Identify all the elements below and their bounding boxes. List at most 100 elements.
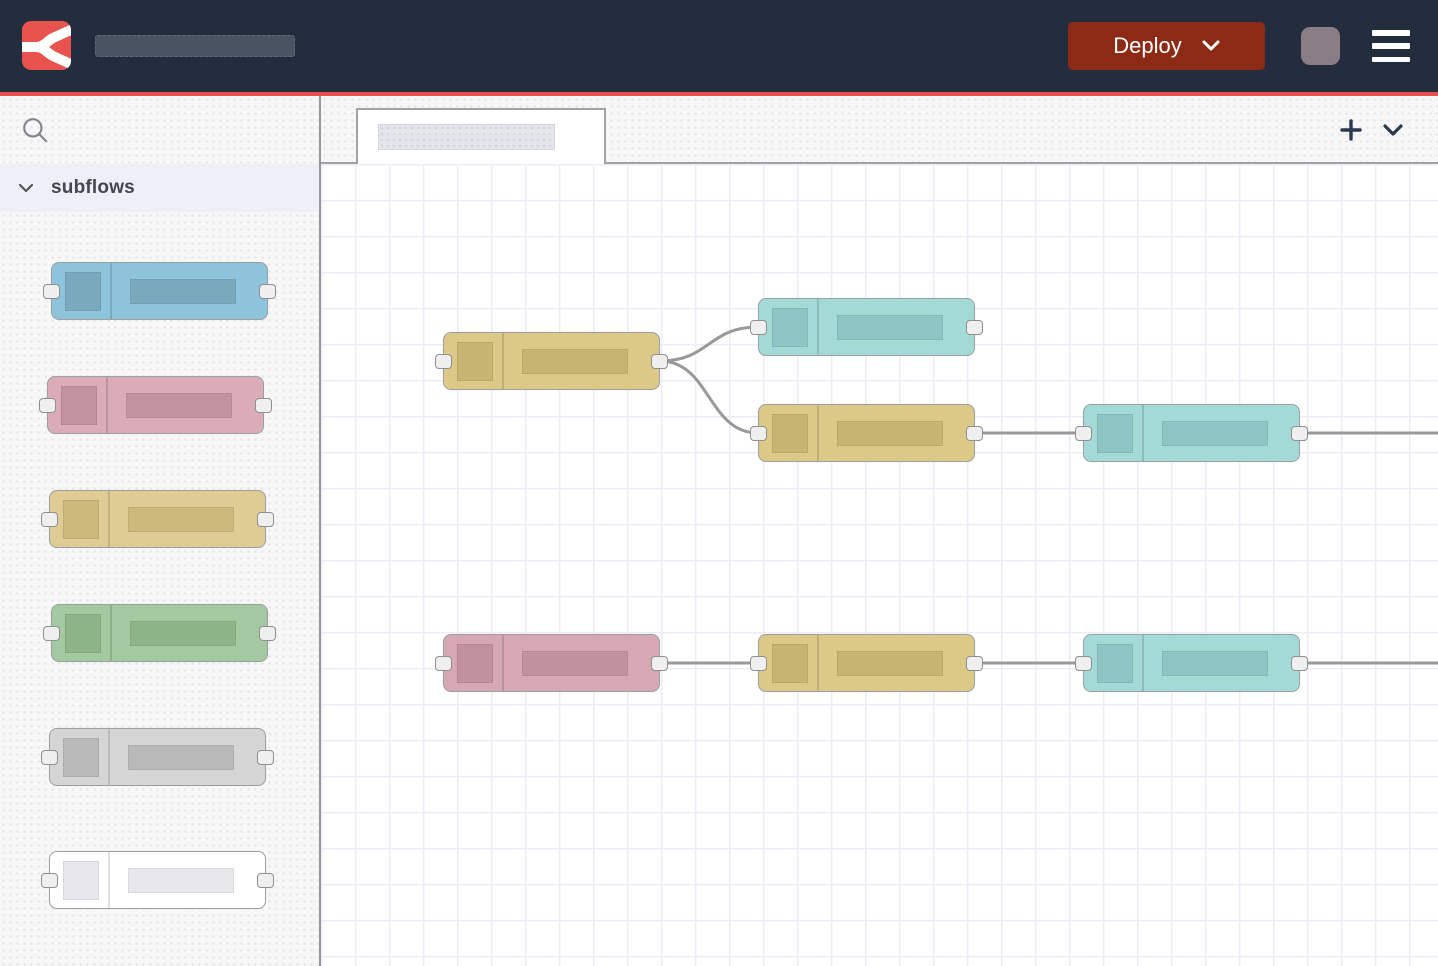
node-red-logo-icon xyxy=(22,21,71,70)
flow-node-yellow-1[interactable] xyxy=(435,332,668,390)
node-input-port[interactable] xyxy=(750,655,767,671)
node-output-port[interactable] xyxy=(259,283,276,299)
flow-node-yellow-3[interactable] xyxy=(750,634,983,692)
palette-section-label: subflows xyxy=(51,177,135,198)
node-label-placeholder xyxy=(1162,421,1268,446)
node-input-port[interactable] xyxy=(41,749,58,765)
node-output-port[interactable] xyxy=(966,319,983,335)
node-divider xyxy=(108,729,110,785)
node-icon-placeholder xyxy=(65,272,101,311)
user-avatar[interactable] xyxy=(1301,27,1340,65)
node-label-placeholder xyxy=(837,651,943,676)
node-output-port[interactable] xyxy=(255,397,272,413)
palette-node-white[interactable] xyxy=(41,851,274,909)
wire-layer xyxy=(659,325,1438,665)
node-icon-placeholder xyxy=(1097,644,1133,683)
node-output-port[interactable] xyxy=(1291,655,1308,671)
search-icon[interactable] xyxy=(21,116,49,144)
node-icon-placeholder xyxy=(1097,414,1133,453)
node-divider xyxy=(817,635,819,691)
node-input-port[interactable] xyxy=(41,511,58,527)
palette-search-row xyxy=(0,96,319,164)
flow-canvas[interactable] xyxy=(321,164,1438,966)
node-divider xyxy=(502,635,504,691)
node-output-port[interactable] xyxy=(257,511,274,527)
node-input-port[interactable] xyxy=(435,353,452,369)
node-divider xyxy=(1142,405,1144,461)
workspace-tab-bar xyxy=(321,96,1438,164)
flow-node-teal-2[interactable] xyxy=(1075,404,1308,462)
node-label-placeholder xyxy=(837,315,943,340)
node-output-port[interactable] xyxy=(257,749,274,765)
node-label-placeholder xyxy=(837,421,943,446)
node-label-placeholder xyxy=(128,507,234,532)
wire[interactable] xyxy=(659,359,759,435)
palette-node-pink[interactable] xyxy=(39,376,272,434)
node-input-port[interactable] xyxy=(435,655,452,671)
wire[interactable] xyxy=(659,325,759,363)
node-label-placeholder xyxy=(522,651,628,676)
node-output-port[interactable] xyxy=(966,655,983,671)
node-output-port[interactable] xyxy=(966,425,983,441)
workspace-column xyxy=(321,96,1438,966)
node-label-placeholder xyxy=(130,279,236,304)
header-accent-line xyxy=(0,92,1438,96)
node-label-placeholder xyxy=(128,745,234,770)
tab-list-chevron-down-icon[interactable] xyxy=(1383,124,1403,137)
node-icon-placeholder xyxy=(772,414,808,453)
chevron-down-icon[interactable] xyxy=(1202,40,1220,52)
node-label-placeholder xyxy=(126,393,232,418)
flow-node-yellow-2[interactable] xyxy=(750,404,983,462)
node-output-port[interactable] xyxy=(259,625,276,641)
deploy-button[interactable]: Deploy xyxy=(1068,22,1265,70)
node-input-port[interactable] xyxy=(43,625,60,641)
node-input-port[interactable] xyxy=(43,283,60,299)
node-icon-placeholder xyxy=(65,614,101,653)
palette-sidebar: subflows xyxy=(0,96,321,966)
node-icon-placeholder xyxy=(772,644,808,683)
node-icon-placeholder xyxy=(61,386,97,425)
node-input-port[interactable] xyxy=(39,397,56,413)
flow-node-pink-1[interactable] xyxy=(435,634,668,692)
node-icon-placeholder xyxy=(63,500,99,539)
palette-node-yellow[interactable] xyxy=(41,490,274,548)
deploy-button-label: Deploy xyxy=(1113,33,1182,58)
header: Deploy xyxy=(0,0,1438,92)
node-divider xyxy=(106,377,108,433)
node-icon-placeholder xyxy=(457,342,493,381)
node-input-port[interactable] xyxy=(1075,425,1092,441)
hamburger-menu-icon[interactable] xyxy=(1372,30,1410,62)
node-divider xyxy=(108,852,110,908)
node-label-placeholder xyxy=(128,868,234,893)
node-output-port[interactable] xyxy=(1291,425,1308,441)
node-output-port[interactable] xyxy=(651,353,668,369)
workspace-tab[interactable] xyxy=(356,108,606,164)
palette-node-list xyxy=(0,212,319,966)
palette-node-blue[interactable] xyxy=(43,262,276,320)
tab-label-placeholder xyxy=(378,124,555,150)
node-divider xyxy=(110,263,112,319)
node-divider xyxy=(817,299,819,355)
node-output-port[interactable] xyxy=(257,872,274,888)
node-icon-placeholder xyxy=(772,308,808,347)
chevron-down-icon[interactable] xyxy=(19,183,33,193)
node-divider xyxy=(1142,635,1144,691)
node-label-placeholder xyxy=(1162,651,1268,676)
header-title-placeholder xyxy=(95,35,295,57)
node-input-port[interactable] xyxy=(41,872,58,888)
node-output-port[interactable] xyxy=(651,655,668,671)
flow-node-teal-3[interactable] xyxy=(1075,634,1308,692)
node-input-port[interactable] xyxy=(1075,655,1092,671)
add-flow-plus-icon[interactable] xyxy=(1340,119,1362,141)
palette-node-green[interactable] xyxy=(43,604,276,662)
flow-node-teal-1[interactable] xyxy=(750,298,983,356)
node-icon-placeholder xyxy=(457,644,493,683)
palette-node-gray[interactable] xyxy=(41,728,274,786)
node-input-port[interactable] xyxy=(750,425,767,441)
node-icon-placeholder xyxy=(63,738,99,777)
node-label-placeholder xyxy=(130,621,236,646)
palette-section-subflows[interactable]: subflows xyxy=(0,164,319,212)
node-input-port[interactable] xyxy=(750,319,767,335)
node-icon-placeholder xyxy=(63,861,99,900)
